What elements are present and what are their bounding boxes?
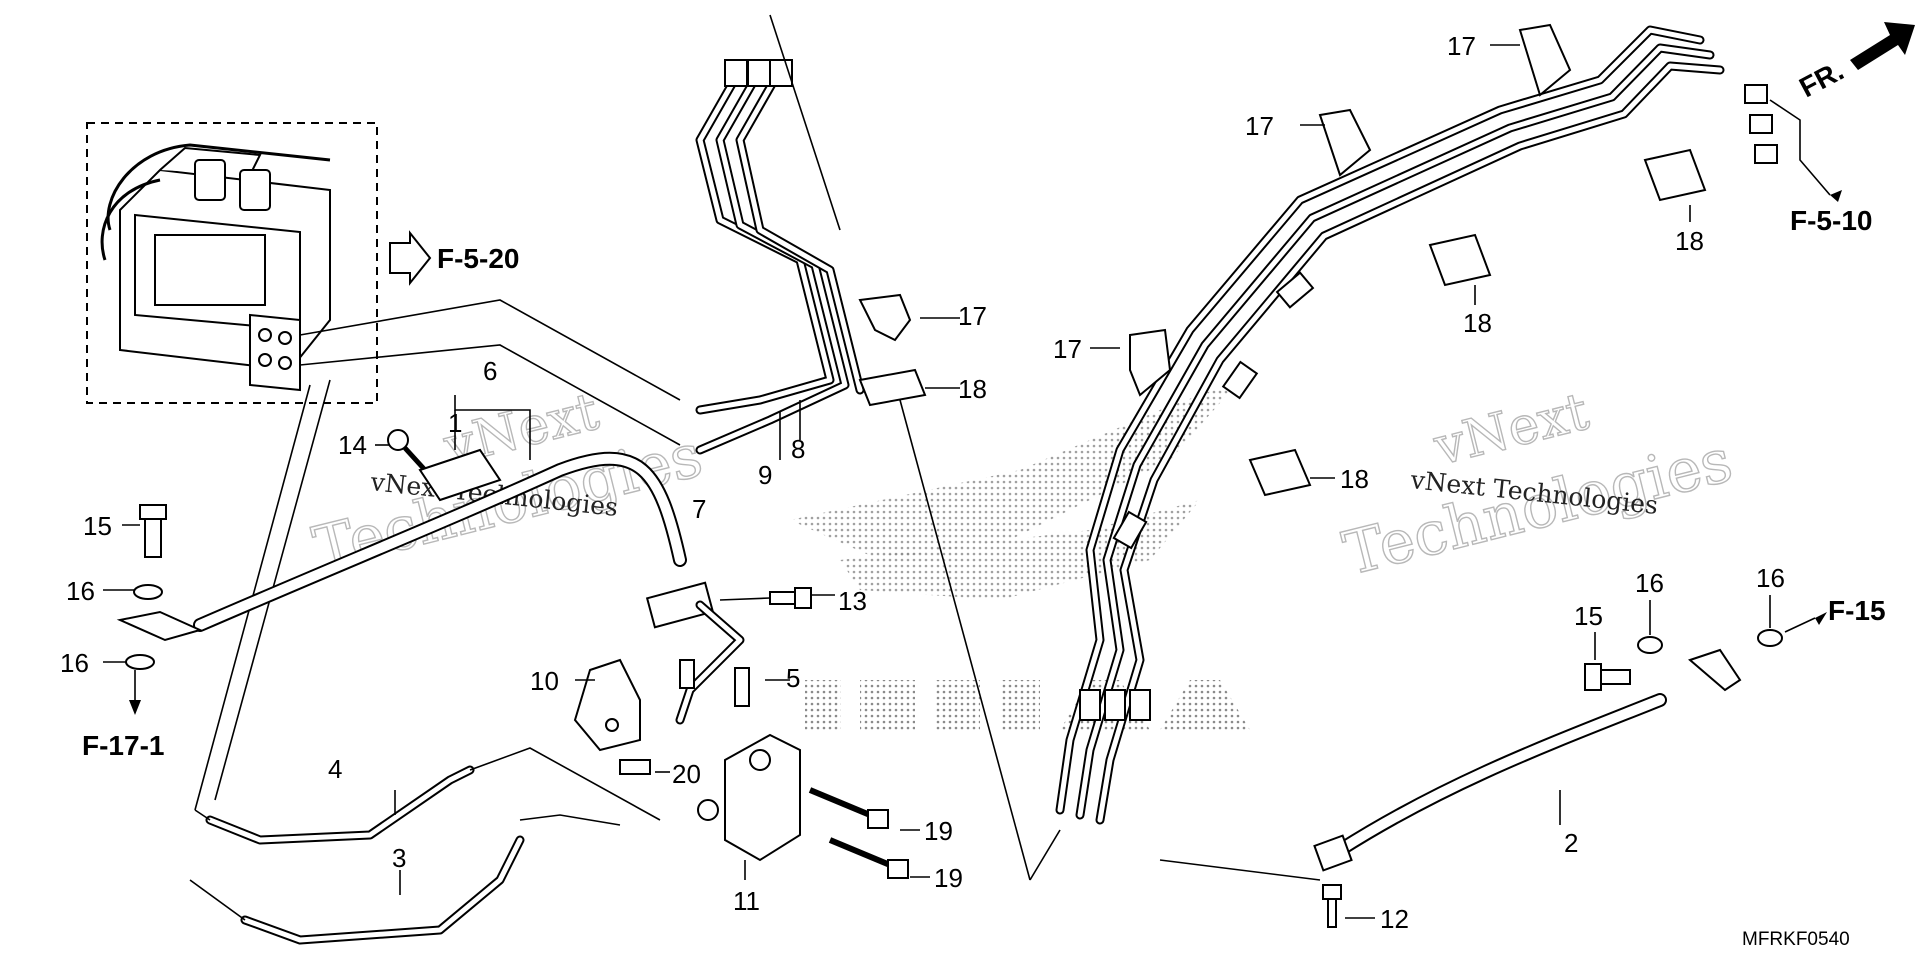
- ref-label-right[interactable]: F-15: [1828, 595, 1886, 626]
- washer-16-right-b: [1757, 629, 1783, 647]
- clip-17-d: [1518, 23, 1572, 97]
- callout-20: 20: [672, 759, 701, 789]
- callout-8: 8: [791, 434, 805, 464]
- callout-14: 14: [338, 430, 367, 460]
- callout-13: 13: [838, 586, 867, 616]
- bolt-15-left: [139, 504, 167, 558]
- callout-16-left-a: 16: [66, 576, 95, 606]
- callout-16-right-b: 16: [1756, 563, 1785, 593]
- clip-18-d: [1248, 448, 1312, 497]
- clip-18-c: [1428, 233, 1492, 287]
- bolt-12: [1322, 884, 1342, 928]
- washer-16-right-a: [1637, 636, 1663, 654]
- callout-17-b: 17: [1053, 334, 1082, 364]
- ref-arrow-abs: [389, 230, 432, 286]
- callout-18-b: 18: [1675, 226, 1704, 256]
- ref-label-front[interactable]: F-5-10: [1790, 205, 1872, 236]
- callout-4: 4: [328, 754, 342, 784]
- clip-18-a: [858, 368, 927, 407]
- pipe-5: [679, 659, 750, 707]
- callout-17-c: 17: [1245, 111, 1274, 141]
- clamp-1: [418, 448, 502, 502]
- bolt-14: [387, 429, 427, 472]
- washer-16-left-b: [125, 654, 155, 670]
- brake-hose-7: [193, 451, 687, 632]
- leader-lines: [103, 44, 1771, 919]
- front-direction-arrow: [1850, 22, 1915, 70]
- clip-17-b: [1129, 328, 1172, 397]
- callout-1: 1: [448, 408, 462, 438]
- brake-pipe-3: [240, 835, 525, 945]
- callout-18-d: 18: [1340, 464, 1369, 494]
- diagram-code: MFRKF0540: [1742, 929, 1850, 950]
- ref-label-abs[interactable]: F-5-20: [437, 243, 519, 274]
- callout-6: 6: [483, 356, 497, 386]
- bracket-10: [573, 658, 641, 752]
- callout-10: 10: [530, 666, 559, 696]
- callout-11: 11: [733, 886, 760, 916]
- callout-7: 7: [692, 494, 706, 524]
- callout-17-a: 17: [958, 301, 987, 331]
- washer-16-left-a: [133, 584, 163, 600]
- callout-19-upper: 19: [924, 816, 953, 846]
- callout-15-left: 15: [83, 511, 112, 541]
- abs-modulator-frame: [86, 122, 378, 404]
- clip-17-c: [1318, 108, 1372, 177]
- banjo-fitting-left: [116, 610, 203, 642]
- brake-hose-2: [1313, 648, 1742, 872]
- callout-9: 9: [758, 460, 772, 490]
- callout-18-c: 18: [1463, 308, 1492, 338]
- bolt-20: [619, 759, 651, 775]
- callout-12: 12: [1380, 904, 1409, 934]
- callout-3: 3: [392, 843, 406, 873]
- callout-16-left-b: 16: [60, 648, 89, 678]
- front-direction-label: FR.: [1794, 55, 1848, 104]
- callout-16-right-a: 16: [1635, 568, 1664, 598]
- bolt-15-right: [1584, 663, 1631, 691]
- bolt-13: [769, 587, 812, 609]
- pipe-joint-13: [645, 581, 745, 725]
- clip-17-a: [858, 293, 912, 342]
- honda-wordmark: [805, 680, 1250, 730]
- brake-pipe-4: [205, 765, 475, 845]
- callout-19-lower: 19: [934, 863, 963, 893]
- bolt-19-upper: [808, 787, 889, 829]
- valve-11: [697, 733, 801, 862]
- callout-17-d: 17: [1447, 31, 1476, 61]
- brake-pipe-bundle-center: [695, 59, 865, 455]
- callout-18-a: 18: [958, 374, 987, 404]
- callout-5: 5: [786, 663, 800, 693]
- callout-labels: 6 1 14 15 16 16 7 9 8 17 18 13 5 10 20 1…: [60, 31, 1785, 934]
- bolt-19-lower: [828, 837, 909, 879]
- front-bolts: [1744, 84, 1778, 164]
- callout-15-right: 15: [1574, 601, 1603, 631]
- clip-18-b: [1643, 148, 1707, 202]
- watermark-right: vNext Technologies vNext Technologies: [1336, 381, 1740, 590]
- brake-pipe-bundle-right: [1055, 25, 1725, 825]
- callout-2: 2: [1564, 828, 1578, 858]
- abs-modulator-unit: [100, 143, 331, 392]
- ref-label-lower[interactable]: F-17-1: [82, 730, 164, 761]
